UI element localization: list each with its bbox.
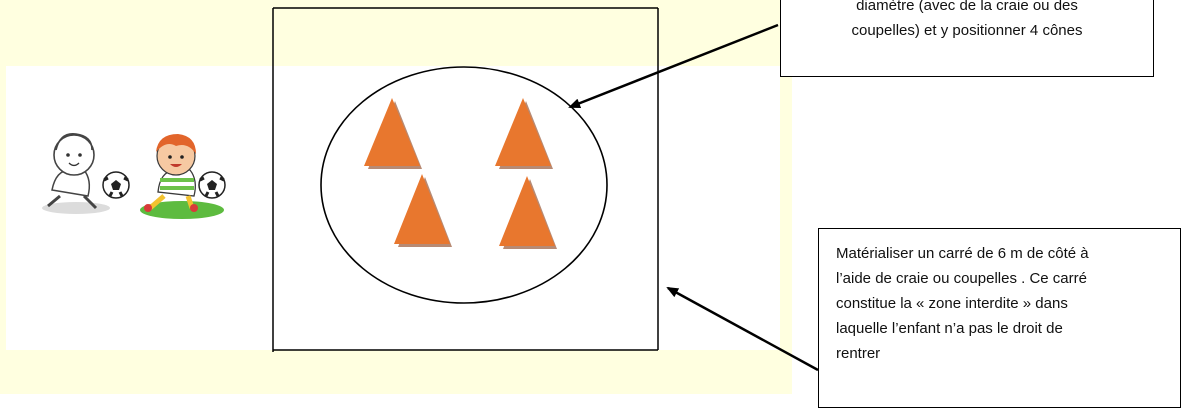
soccer-ball-icon <box>198 171 226 199</box>
traffic-cone-icon <box>495 98 553 169</box>
note-line: rentrer <box>836 345 881 362</box>
traffic-cone-icon <box>499 176 557 249</box>
forbidden-zone-square <box>272 7 659 352</box>
cone-circle <box>320 66 608 304</box>
note-line: laquelle l’enfant n’a pas le droit de <box>836 320 1063 337</box>
circle-instruction-note: diamètre (avec de la craie ou des coupel… <box>780 0 1154 77</box>
background-highlight <box>780 60 792 394</box>
child-colored-icon <box>140 134 224 219</box>
circle-note-arrow <box>568 23 779 109</box>
note-line: constitue la « zone interdite » dans <box>836 295 1068 312</box>
square-note-arrow <box>666 286 819 372</box>
traffic-cone-icon <box>394 174 452 247</box>
note-line: diamètre (avec de la craie ou des <box>856 0 1078 14</box>
note-line: Matérialiser un carré de 6 m de côté à <box>836 245 1089 262</box>
child-outline-icon <box>42 133 110 214</box>
note-line: l’aide de craie ou coupelles . Ce carré <box>836 270 1087 287</box>
note-line: coupelles) et y positionner 4 cônes <box>851 22 1083 39</box>
diagram-canvas <box>42 7 819 372</box>
background-highlight <box>0 350 792 394</box>
square-instruction-note: Matérialiser un carré de 6 m de côté à l… <box>818 228 1181 408</box>
background-highlight <box>0 0 6 394</box>
background-highlight <box>0 0 780 66</box>
soccer-ball-icon <box>102 171 130 199</box>
traffic-cone-icon <box>364 98 422 169</box>
